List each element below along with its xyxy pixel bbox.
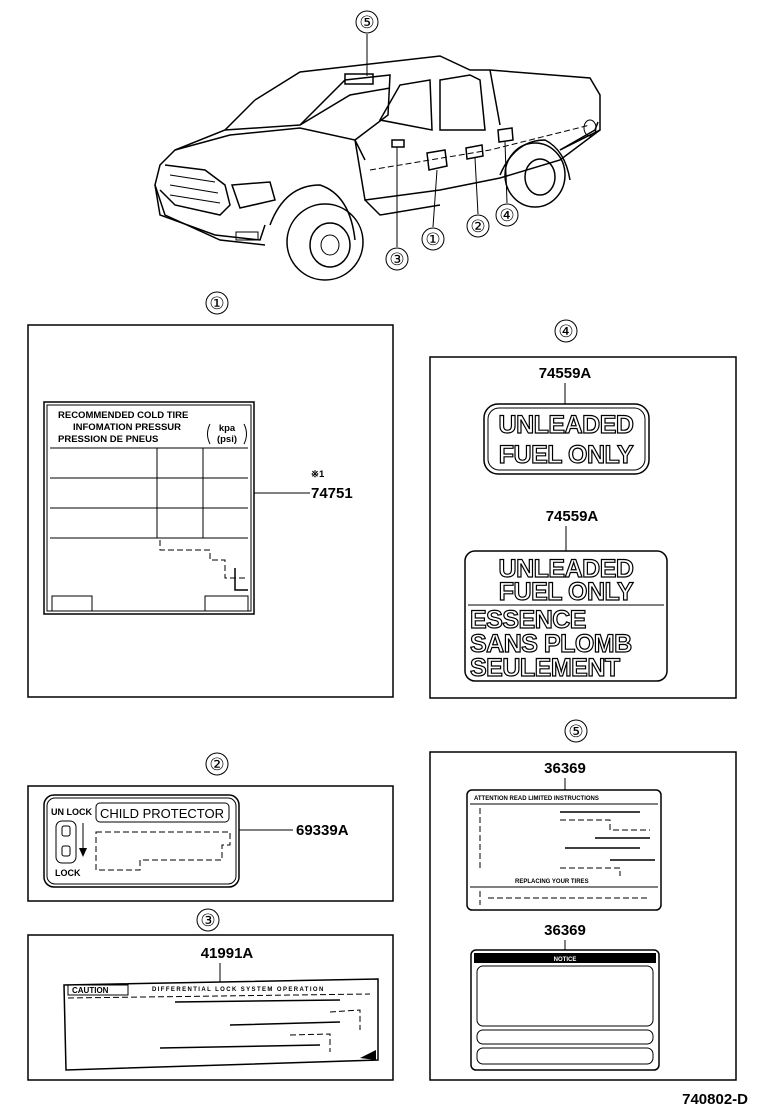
tire-label-line3: PRESSION DE PNEUS (58, 434, 158, 445)
diff-label-marker (391, 139, 405, 148)
section-4-fuel-labels: ④ 74559A UNLEADED FUEL ONLY 74559A UNLEA… (429, 319, 737, 699)
diff-label-part-number: 41991A (201, 945, 254, 962)
callout-2-truck: ② (470, 217, 485, 236)
callout-2: ② (209, 755, 224, 774)
callout-5-top: ⑤ (359, 13, 374, 32)
tire-label-unit-top: kpa (219, 423, 236, 434)
callout-1: ① (209, 294, 224, 313)
fuel-label-b-fr2: SANS PLOMB (470, 630, 632, 658)
sun-label-b-part-number: 36369 (544, 922, 586, 939)
truck-callouts: ⑤ ③ ① ② ④ (355, 10, 519, 271)
callout-4-truck: ④ (499, 206, 514, 225)
fuel-label-b-fr3: SEULEMENT (470, 654, 620, 682)
child-label-title: CHILD PROTECTOR (100, 806, 224, 821)
fuel-label-b-part-number: 74559A (546, 508, 599, 525)
callout-5: ⑤ (568, 722, 583, 741)
callout-3-truck: ③ (389, 250, 404, 269)
fuel-label-a-line2: FUEL ONLY (499, 441, 634, 469)
sun-label-a-heading: ATTENTION READ LIMITED INSTRUCTIONS (474, 796, 599, 802)
fuel-label-a-part-number: 74559A (539, 365, 592, 382)
diagram-code: 740802-D (682, 1091, 748, 1108)
fuel-label-marker (497, 127, 514, 143)
tire-label-part-number: 74751 (311, 485, 353, 502)
fuel-label-b-fr1: ESSENCE (470, 606, 586, 634)
fuel-label-b-line2: FUEL ONLY (499, 578, 634, 606)
section-1-tire-label: ① RECOMMENDED COLD TIRE INFOMATION PRESS… (27, 291, 394, 698)
sun-visor-label-marker (344, 73, 374, 85)
tire-label-line1: RECOMMENDED COLD TIRE (58, 410, 188, 421)
diff-label-heading: DIFFERENTIAL LOCK SYSTEM OPERATION (152, 987, 325, 993)
child-label-marker (465, 144, 484, 160)
child-label-lock: LOCK (55, 868, 81, 878)
sun-label-a-sub: REPLACING YOUR TIRES (515, 879, 589, 885)
tire-label-line2: INFOMATION PRESSUR (73, 422, 181, 433)
tire-label-note-mark: ※1 (311, 469, 325, 480)
section-5-sun-visor-labels: ⑤ 36369 ATTENTION READ LIMITED INSTRUCTI… (429, 719, 737, 1081)
callout-1-truck: ① (425, 230, 440, 249)
sun-label-a-part-number: 36369 (544, 760, 586, 777)
diff-label-caution: CAUTION (72, 986, 109, 995)
tire-label-unit-bottom: (psi) (217, 434, 237, 445)
section-2-child-protector: ② UN LOCK LOCK CHILD PROTECTOR 69339A (27, 752, 394, 902)
sun-label-b-heading: NOTICE (554, 957, 577, 963)
child-label-unlock: UN LOCK (51, 807, 92, 817)
callout-3: ③ (200, 911, 215, 930)
callout-4: ④ (558, 322, 573, 341)
child-label-part-number: 69339A (296, 822, 349, 839)
tire-label-marker (426, 149, 448, 171)
section-3-diff-lock: ③ 41991A CAUTION DIFFERENTIAL LOCK SYSTE… (27, 908, 394, 1081)
fuel-label-a-line1: UNLEADED (499, 411, 634, 439)
fuel-label-b-line1: UNLEADED (499, 555, 634, 583)
truck-illustration (154, 34, 601, 281)
